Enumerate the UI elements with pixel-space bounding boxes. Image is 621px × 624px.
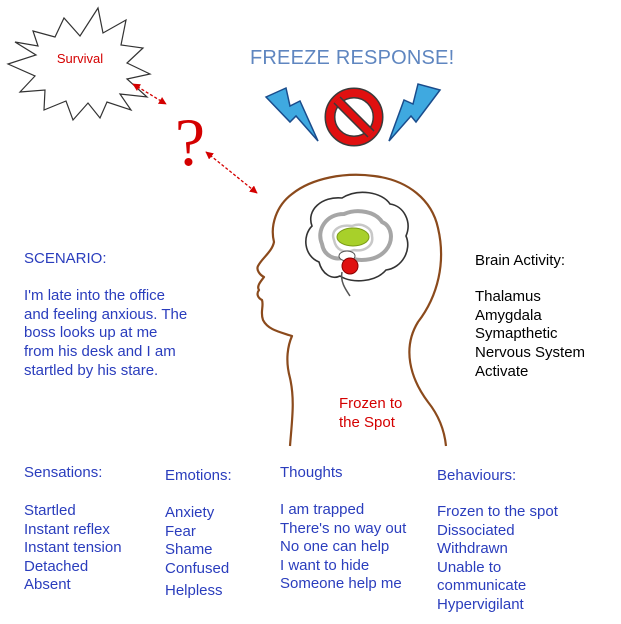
- behaviours-heading: Behaviours:: [437, 467, 517, 484]
- list-item: Someone help me: [280, 575, 402, 593]
- brain-icon: [305, 191, 409, 297]
- list-item: Instant tension: [24, 539, 122, 557]
- scenario-line: boss looks up at me: [24, 324, 158, 342]
- sensations-heading: Sensations:: [24, 464, 103, 481]
- scenario-line: I'm late into the office: [24, 286, 165, 304]
- brain-activity-line: Thalamus: [475, 287, 541, 305]
- list-item: Helpless: [165, 582, 223, 600]
- lightning-bolt-icon: [264, 86, 319, 142]
- scenario-heading: SCENARIO:: [24, 250, 107, 267]
- list-item: Dissociated: [437, 521, 515, 539]
- brain-activity-line: Activate: [475, 362, 529, 380]
- emotions-list: Anxiety Fear Shame Confused Helpless: [165, 504, 229, 601]
- frozen-label-line: the Spot: [339, 414, 395, 431]
- arrow-question-head: [205, 151, 258, 194]
- list-item: Startled: [24, 502, 76, 519]
- list-item: Hypervigilant: [437, 595, 524, 613]
- brain-activity-line: Nervous System: [475, 344, 586, 362]
- list-item: Withdrawn: [437, 540, 508, 558]
- survival-label: Survival: [57, 51, 103, 66]
- scenario-line: startled by his stare.: [24, 361, 159, 379]
- arrow-survival-question: [132, 83, 167, 105]
- list-item: Instant reflex: [24, 520, 110, 538]
- thoughts-heading: Thoughts: [280, 464, 343, 481]
- brain-activity-block: Brain Activity: Thalamus Amygdala Symapt…: [475, 252, 585, 382]
- frozen-label: Frozen to the Spot: [339, 394, 402, 432]
- lightning-bolt-icon: [388, 83, 442, 142]
- list-item: Unable to: [437, 558, 502, 576]
- frozen-label-line: Frozen to: [339, 395, 403, 412]
- scenario-line: from his desk and I am: [24, 343, 176, 361]
- question-mark-icon: ?: [175, 104, 205, 180]
- emotions-heading: Emotions:: [165, 467, 232, 484]
- list-item: Anxiety: [165, 504, 215, 521]
- brain-activity-line: Amygdala: [475, 306, 542, 324]
- list-item: No one can help: [280, 538, 390, 556]
- sensations-list: Startled Instant reflex Instant tension …: [24, 502, 122, 595]
- list-item: Absent: [24, 576, 71, 594]
- list-item: There's no way out: [280, 519, 407, 537]
- brain-activity-heading: Brain Activity:: [475, 252, 566, 269]
- list-item: communicate: [437, 577, 527, 595]
- page-title: FREEZE RESPONSE!: [250, 47, 455, 69]
- starburst-icon: [6, 6, 152, 122]
- list-item: Confused: [165, 559, 230, 577]
- list-item: Detached: [24, 557, 89, 575]
- no-symbol-icon: [324, 87, 384, 147]
- head-silhouette-icon: [256, 173, 448, 447]
- list-item: I am trapped: [280, 501, 365, 518]
- behaviours-list: Frozen to the spot Dissociated Withdrawn…: [437, 503, 558, 615]
- brain-activity-line: Symapthetic: [475, 325, 558, 343]
- list-item: I want to hide: [280, 556, 370, 574]
- scenario-block: SCENARIO: I'm late into the office and f…: [24, 250, 187, 381]
- list-item: Fear: [165, 522, 196, 540]
- scenario-line: and feeling anxious. The: [24, 305, 188, 323]
- thoughts-list: I am trapped There's no way out No one c…: [280, 501, 406, 594]
- list-item: Shame: [165, 541, 213, 559]
- list-item: Frozen to the spot: [437, 503, 558, 520]
